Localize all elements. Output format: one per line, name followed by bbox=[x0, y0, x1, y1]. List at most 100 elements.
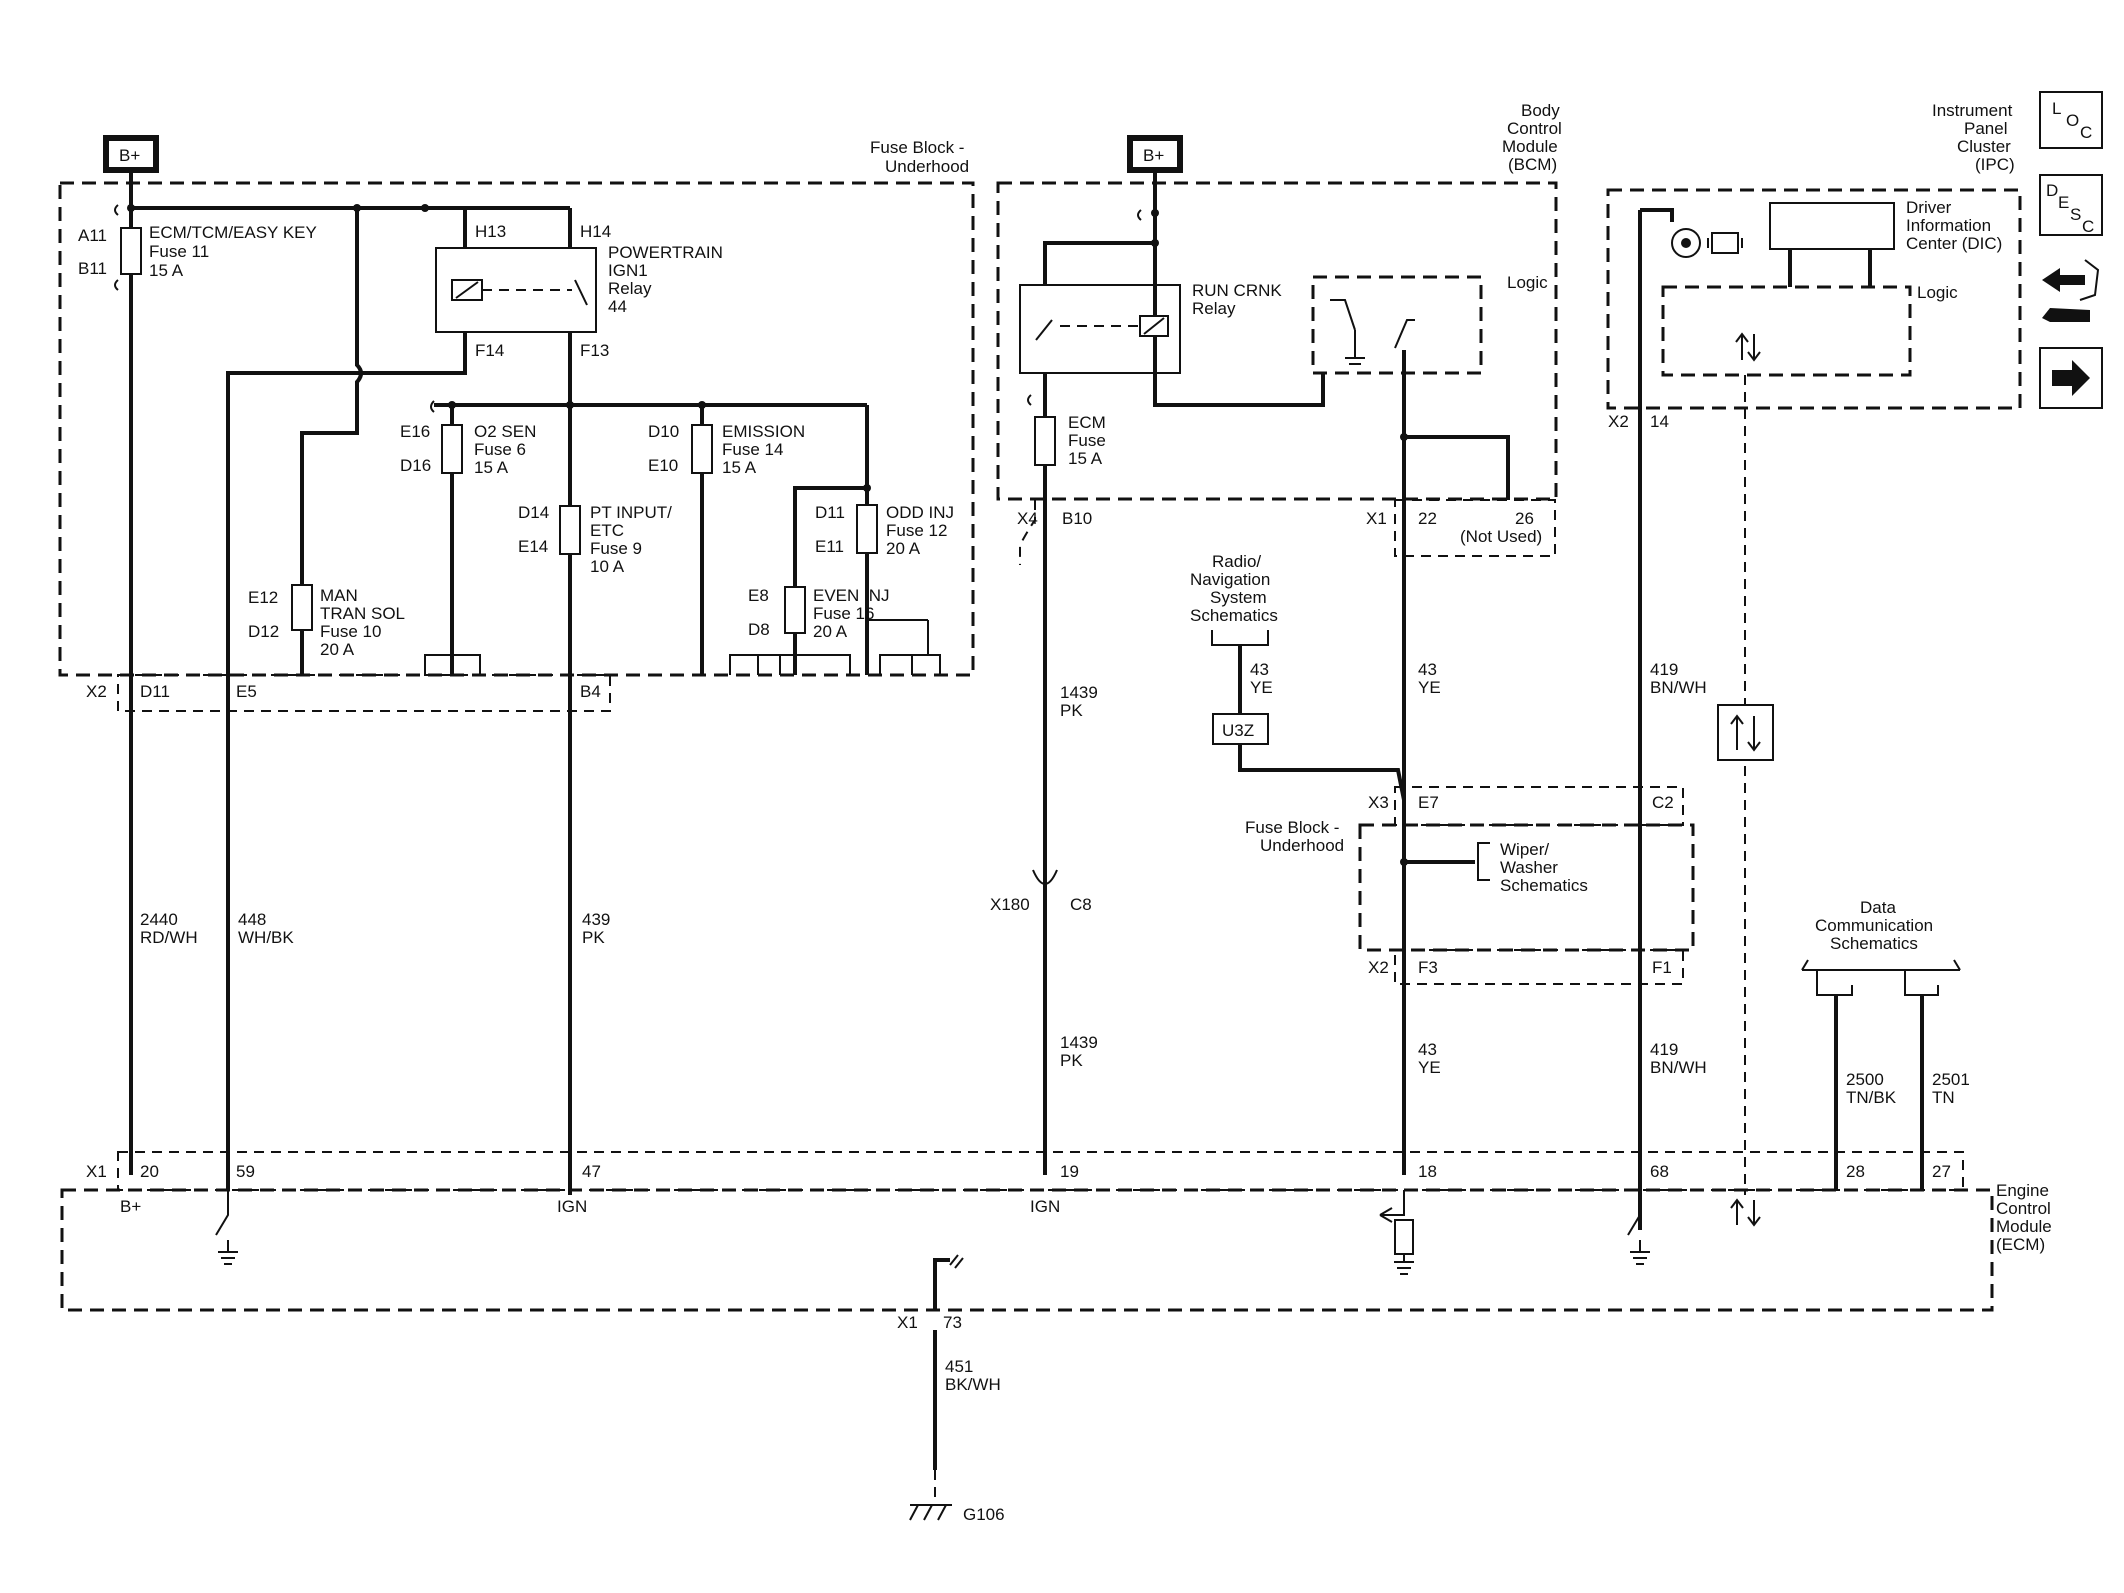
svg-text:(BCM): (BCM) bbox=[1508, 155, 1557, 174]
svg-text:O2 SEN: O2 SEN bbox=[474, 422, 536, 441]
svg-text:B10: B10 bbox=[1062, 509, 1092, 528]
svg-text:E11: E11 bbox=[815, 537, 844, 556]
svg-text:PT INPUT/: PT INPUT/ bbox=[590, 503, 672, 522]
svg-text:X3: X3 bbox=[1368, 793, 1389, 812]
fuse-block-title-1: Fuse Block - bbox=[870, 138, 964, 157]
svg-text:E5: E5 bbox=[236, 682, 257, 701]
svg-text:B4: B4 bbox=[580, 682, 601, 701]
fuse-16 bbox=[784, 586, 806, 634]
bcm-x1-connector bbox=[1394, 499, 1556, 557]
svg-text:Module: Module bbox=[1502, 137, 1558, 156]
engine-icon bbox=[1707, 232, 1743, 254]
svg-text:18: 18 bbox=[1418, 1162, 1437, 1181]
svg-text:Fuse 6: Fuse 6 bbox=[474, 440, 526, 459]
svg-text:S: S bbox=[2070, 205, 2081, 224]
svg-text:Radio/: Radio/ bbox=[1212, 552, 1261, 571]
svg-text:F1: F1 bbox=[1652, 958, 1672, 977]
x180-inline-connector bbox=[1032, 869, 1058, 885]
fuse-14 bbox=[691, 424, 713, 474]
svg-text:Control: Control bbox=[1996, 1199, 2051, 1218]
svg-text:68: 68 bbox=[1650, 1162, 1669, 1181]
svg-text:Center (DIC): Center (DIC) bbox=[1906, 234, 2002, 253]
svg-text:F14: F14 bbox=[475, 341, 504, 360]
svg-text:E8: E8 bbox=[748, 586, 769, 605]
svg-text:YE: YE bbox=[1250, 678, 1273, 697]
svg-text:Data: Data bbox=[1860, 898, 1896, 917]
svg-text:X2: X2 bbox=[86, 682, 107, 701]
svg-text:10 A: 10 A bbox=[590, 557, 625, 576]
svg-text:20 A: 20 A bbox=[886, 539, 921, 558]
svg-text:Logic: Logic bbox=[1507, 273, 1548, 292]
svg-text:Fuse 16: Fuse 16 bbox=[813, 604, 874, 623]
svg-text:20 A: 20 A bbox=[320, 640, 355, 659]
svg-text:X1: X1 bbox=[897, 1313, 918, 1332]
svg-text:IGN: IGN bbox=[557, 1197, 587, 1216]
svg-text:B+: B+ bbox=[1143, 146, 1164, 165]
svg-text:System: System bbox=[1210, 588, 1267, 607]
u3z-splice bbox=[1212, 713, 1269, 745]
svg-text:BN/WH: BN/WH bbox=[1650, 678, 1707, 697]
svg-text:O: O bbox=[2066, 111, 2079, 130]
bcm-boundary bbox=[996, 181, 1558, 501]
svg-text:Module: Module bbox=[1996, 1217, 2052, 1236]
svg-text:MAN: MAN bbox=[320, 586, 358, 605]
fuse-10 bbox=[291, 584, 313, 631]
svg-text:28: 28 bbox=[1846, 1162, 1865, 1181]
fuse-block2-boundary bbox=[1358, 823, 1695, 952]
svg-text:448: 448 bbox=[238, 910, 266, 929]
svg-text:Fuse: Fuse bbox=[1068, 431, 1106, 450]
svg-text:D8: D8 bbox=[748, 620, 770, 639]
svg-text:14: 14 bbox=[1650, 412, 1669, 431]
svg-text:E16: E16 bbox=[400, 422, 430, 441]
svg-text:Relay: Relay bbox=[1192, 299, 1236, 318]
svg-text:(ECM): (ECM) bbox=[1996, 1235, 2045, 1254]
fuse-11 bbox=[120, 227, 142, 275]
location-icon[interactable]: L O C bbox=[2039, 91, 2103, 149]
svg-text:ETC: ETC bbox=[590, 521, 624, 540]
svg-text:D10: D10 bbox=[648, 422, 679, 441]
svg-text:RUN CRNK: RUN CRNK bbox=[1192, 281, 1282, 300]
svg-text:U3Z: U3Z bbox=[1222, 721, 1254, 740]
svg-text:15 A: 15 A bbox=[722, 458, 757, 477]
svg-text:Fuse Block -: Fuse Block - bbox=[1245, 818, 1339, 837]
svg-text:D: D bbox=[2046, 181, 2058, 200]
ecm-fuse-15a bbox=[1034, 416, 1056, 466]
svg-text:26: 26 bbox=[1515, 509, 1534, 528]
svg-text:H14: H14 bbox=[580, 222, 611, 241]
x2-connector bbox=[117, 674, 611, 712]
svg-text:Instrument: Instrument bbox=[1932, 101, 2013, 120]
svg-text:Schematics: Schematics bbox=[1190, 606, 1278, 625]
svg-text:22: 22 bbox=[1418, 509, 1437, 528]
svg-text:Panel: Panel bbox=[1964, 119, 2007, 138]
svg-text:47: 47 bbox=[582, 1162, 601, 1181]
svg-text:BN/WH: BN/WH bbox=[1650, 1058, 1707, 1077]
ecm-resistor bbox=[1394, 1219, 1414, 1255]
next-page-arrow-icon[interactable] bbox=[2039, 347, 2103, 409]
ipc-boundary bbox=[1606, 188, 2022, 410]
connector-end-view-icon[interactable] bbox=[2042, 259, 2100, 322]
ecm-boundary bbox=[60, 1188, 1994, 1312]
svg-text:439: 439 bbox=[582, 910, 610, 929]
svg-text:X4: X4 bbox=[1017, 509, 1038, 528]
description-icon[interactable]: D E S C bbox=[2039, 174, 2103, 236]
svg-text:2501: 2501 bbox=[1932, 1070, 1970, 1089]
ipc-logic bbox=[1661, 285, 1912, 377]
svg-text:Control: Control bbox=[1507, 119, 1562, 138]
svg-text:B+: B+ bbox=[120, 1197, 141, 1216]
ecm-ground-59 bbox=[215, 1190, 238, 1265]
svg-text:ECM/TCM/EASY KEY: ECM/TCM/EASY KEY bbox=[149, 223, 317, 242]
svg-text:TN/BK: TN/BK bbox=[1846, 1088, 1897, 1107]
svg-text:27: 27 bbox=[1932, 1162, 1951, 1181]
svg-text:43: 43 bbox=[1418, 660, 1437, 679]
svg-text:X2: X2 bbox=[1608, 412, 1629, 431]
svg-text:RD/WH: RD/WH bbox=[140, 928, 198, 947]
ecm-x1-connector bbox=[117, 1151, 1964, 1191]
ground-g106-icon bbox=[909, 1504, 952, 1521]
svg-text:419: 419 bbox=[1650, 1040, 1678, 1059]
svg-text:Wiper/: Wiper/ bbox=[1500, 840, 1549, 859]
wire-448 bbox=[226, 332, 467, 1190]
svg-text:IGN: IGN bbox=[1030, 1197, 1060, 1216]
svg-text:Communication: Communication bbox=[1815, 916, 1933, 935]
svg-text:X1: X1 bbox=[1366, 509, 1387, 528]
